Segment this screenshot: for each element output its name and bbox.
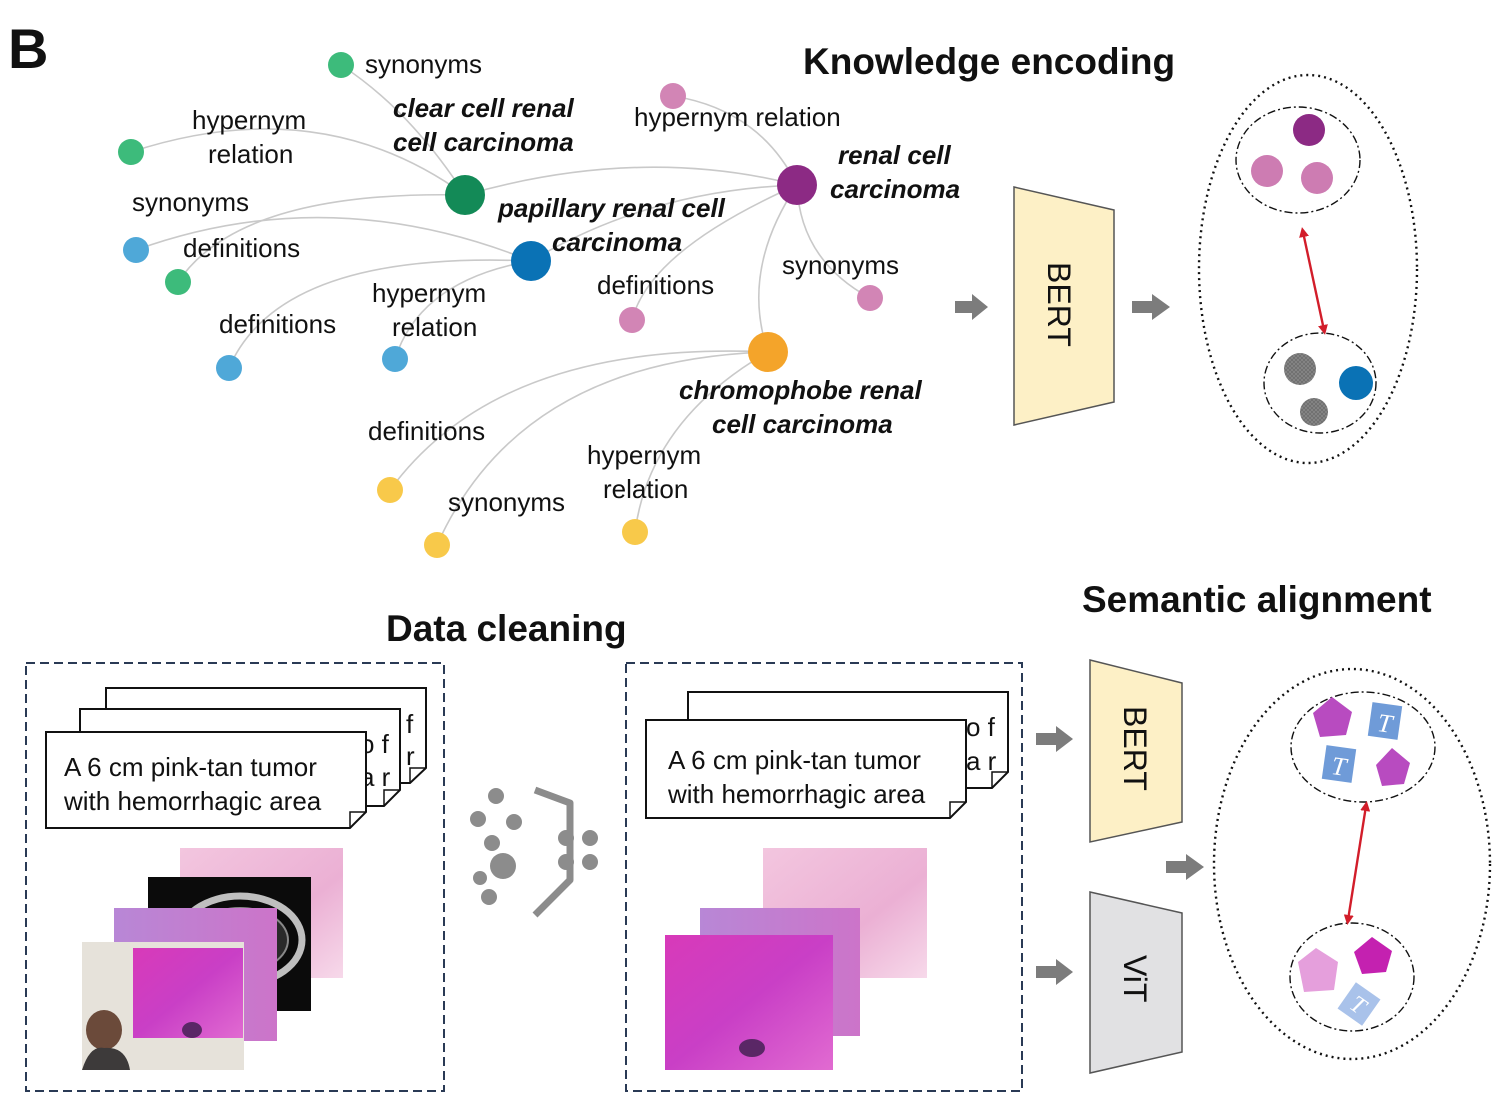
embedding-dot-grey-1: [1284, 353, 1316, 385]
term-papillary-line1: papillary renal cell: [497, 193, 726, 223]
raw-text-card-stack: f r o f a r A 6 cm pink-tan tumor with h…: [45, 687, 427, 829]
text-token-icon-3: [1337, 982, 1381, 1026]
cluster-other-top: [1263, 332, 1377, 434]
text-token-icon-2: [1321, 745, 1357, 783]
image-patch-icon-4: [1354, 937, 1392, 974]
clean-card-line1: A 6 cm pink-tan tumor: [668, 745, 921, 775]
arrow-bert-to-space: [1132, 294, 1170, 320]
label-hypernym-relation: hypernym relation: [634, 102, 841, 132]
label-synonyms-1: synonyms: [365, 49, 482, 79]
label-synonyms-3: synonyms: [782, 250, 899, 280]
label-relation-2: relation: [392, 312, 477, 342]
svg-text:r: r: [406, 741, 415, 771]
hypernym-node-clear-cell: [118, 139, 144, 165]
bert-encoder-bottom: [1089, 659, 1183, 843]
label-synonyms-2: synonyms: [132, 187, 249, 217]
term-clear-cell-line2: cell carcinoma: [393, 127, 574, 157]
bert-encoder-top: [1013, 186, 1115, 426]
raw-card-line2: with hemorrhagic area: [63, 786, 322, 816]
term-chromophobe-line1: chromophobe renal: [679, 375, 922, 405]
embedding-dot-purple-2: [1301, 162, 1333, 194]
label-definitions-2: definitions: [219, 309, 336, 339]
definitions-node-renal-cell: [619, 307, 645, 333]
embedding-space-bottom: [1212, 667, 1492, 1061]
synonyms-node-chromophobe: [424, 532, 450, 558]
term-clear-cell-line1: clear cell renal: [393, 93, 574, 123]
arrow-encoders-to-space: [1166, 854, 1204, 880]
similarity-arrow-bottom: [1343, 801, 1371, 925]
definitions-node-papillary: [216, 355, 242, 381]
embedding-dot-blue: [1339, 366, 1373, 400]
bert-label-bottom: BERT: [1117, 706, 1153, 791]
label-hypernym-3: hypernym: [587, 440, 701, 470]
embedding-dot-purple-dark: [1293, 114, 1325, 146]
raw-data-box: [25, 662, 445, 1092]
label-relation-3: relation: [603, 474, 688, 504]
papillary-rcc-node: [511, 241, 551, 281]
term-renal-cell-line2: carcinoma: [830, 174, 960, 204]
heading-semantic-alignment: Semantic alignment: [1082, 579, 1432, 620]
image-patch-icon-2: [1376, 748, 1410, 786]
renal-cell-carcinoma-node: [777, 165, 817, 205]
cluster-aligned-top: [1290, 691, 1436, 803]
clear-cell-rcc-node: [445, 175, 485, 215]
filter-icon: [470, 786, 598, 918]
clean-card-line2: with hemorrhagic area: [667, 779, 926, 809]
hypernym-node-papillary: [382, 346, 408, 372]
label-definitions-3: definitions: [597, 270, 714, 300]
hypernym-node-renal-cell: [660, 83, 686, 109]
graph-nodes: [118, 52, 883, 558]
panel-label: B: [8, 17, 48, 80]
vit-label: ViT: [1117, 955, 1153, 1002]
embedding-dot-purple-1: [1251, 155, 1283, 187]
raw-card-line1: A 6 cm pink-tan tumor: [64, 752, 317, 782]
synonyms-node-papillary: [123, 237, 149, 263]
term-papillary-line2: carcinoma: [552, 227, 682, 257]
arrow-image-to-vit: [1036, 959, 1073, 985]
raw-image-stack: [82, 848, 343, 1070]
similarity-arrow-top: [1299, 227, 1328, 335]
clean-image-stack: [665, 848, 927, 1070]
text-token-glyph-2: T: [1330, 751, 1350, 782]
heading-knowledge-encoding: Knowledge encoding: [803, 41, 1175, 82]
synonyms-node-clear-cell: [328, 52, 354, 78]
label-relation-1: relation: [208, 139, 293, 169]
embedding-space-top: [1197, 73, 1419, 465]
label-hypernym-1: hypernym: [192, 105, 306, 135]
label-definitions-1: definitions: [183, 233, 300, 263]
clean-text-card-stack: o f a r A 6 cm pink-tan tumor with hemor…: [645, 691, 1009, 819]
bert-label-top: BERT: [1041, 262, 1077, 347]
embedding-dot-grey-2: [1300, 398, 1328, 426]
svg-text:a r: a r: [966, 746, 997, 776]
cluster-renal-top: [1235, 106, 1361, 214]
text-token-icon-1: [1367, 702, 1403, 740]
text-token-glyph-1: T: [1376, 708, 1396, 739]
label-synonyms-4: synonyms: [448, 487, 565, 517]
chromophobe-rcc-node: [748, 332, 788, 372]
synonyms-node-renal-cell: [857, 285, 883, 311]
term-renal-cell-line1: renal cell: [838, 140, 952, 170]
svg-text:f: f: [406, 709, 414, 739]
person-body: [82, 1047, 130, 1070]
definitions-node-chromophobe: [377, 477, 403, 503]
clean-data-box: [625, 662, 1023, 1092]
label-definitions-4: definitions: [368, 416, 485, 446]
svg-text:o f: o f: [966, 712, 996, 742]
heading-data-cleaning: Data cleaning: [386, 608, 627, 649]
image-patch-icon-1: [1313, 697, 1352, 737]
hypernym-node-chromophobe: [622, 519, 648, 545]
graph-edges: [130, 64, 871, 546]
vit-encoder: [1089, 891, 1183, 1074]
arrow-text-to-bert: [1036, 726, 1073, 752]
image-patch-icon-3: [1298, 948, 1338, 992]
graph-labels: synonyms hypernym relation synonyms defi…: [132, 49, 960, 517]
person-head: [86, 1010, 122, 1050]
arrow-graph-to-bert: [955, 294, 988, 320]
term-chromophobe-line2: cell carcinoma: [712, 409, 893, 439]
definitions-node-clear-cell: [165, 269, 191, 295]
label-hypernym-2: hypernym: [372, 278, 486, 308]
